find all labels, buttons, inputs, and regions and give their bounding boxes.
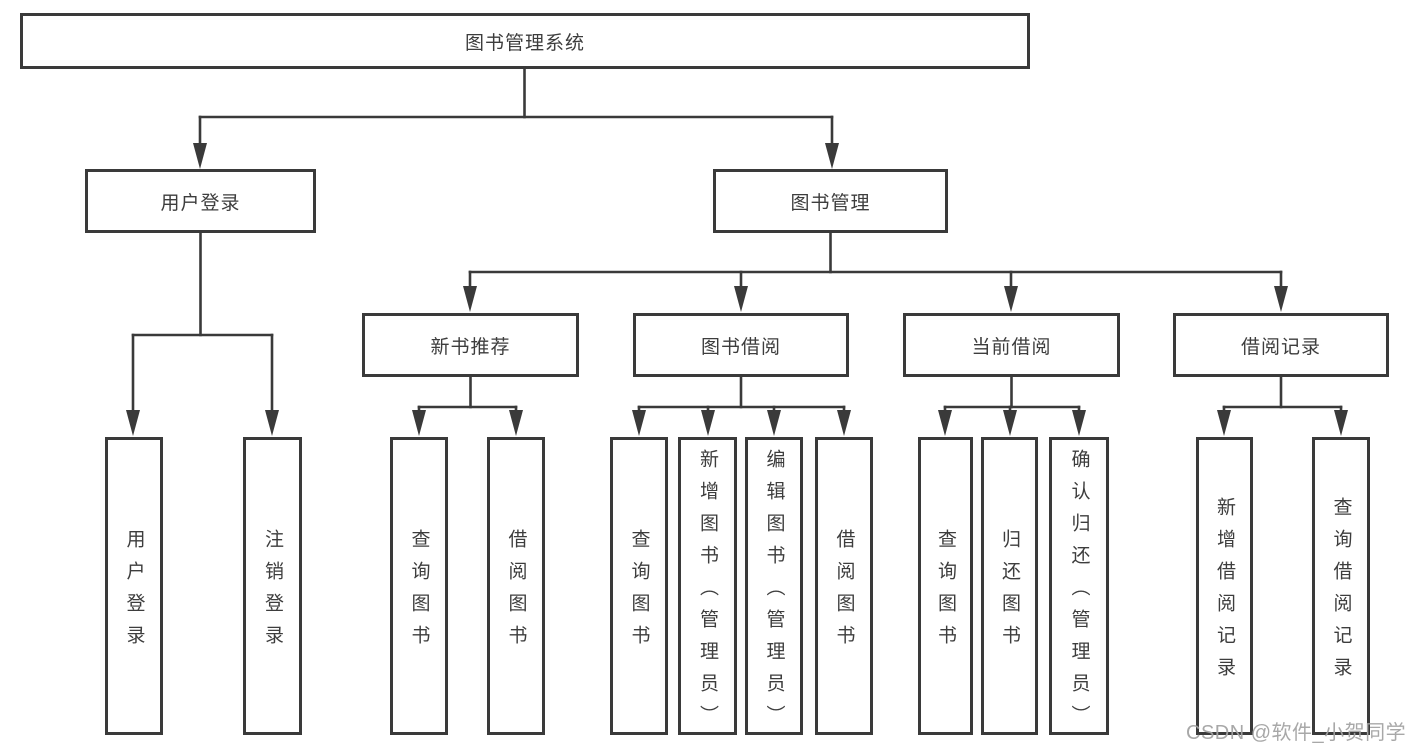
node-current-borrowing: 当前借阅 (903, 313, 1120, 377)
node-label: 新书推荐 (430, 336, 511, 358)
node-new-book-recommendation: 新书推荐 (362, 313, 579, 377)
node-borrowing-records: 借阅记录 (1173, 313, 1389, 377)
node-leaf-user-login: 用户登录 (105, 437, 163, 735)
arrow-down-icon (767, 410, 781, 436)
arrow-down-icon (632, 410, 646, 436)
node-label: 新增借阅记录 (1214, 496, 1235, 689)
node-leaf-add-borrow-record: 新增借阅记录 (1196, 437, 1253, 735)
node-label: 借阅图书 (833, 528, 855, 657)
arrow-down-icon (509, 410, 523, 436)
node-user-login: 用户登录 (85, 169, 316, 233)
node-label: 当前借阅 (971, 336, 1052, 358)
arrow-down-icon (463, 286, 477, 312)
arrow-down-icon (825, 143, 839, 169)
node-label: 归还图书 (999, 528, 1020, 657)
connector-book-management-children (463, 231, 1288, 312)
node-label: 新增图书（管理员） (697, 448, 718, 737)
arrow-down-icon (1003, 410, 1017, 436)
node-label: 用户登录 (123, 528, 145, 657)
node-leaf-edit-books-admin: 编辑图书（管理员） (745, 437, 803, 737)
node-label: 注销登录 (262, 528, 283, 657)
arrow-down-icon (1217, 410, 1231, 436)
arrow-down-icon (265, 410, 279, 436)
csdn-watermark: CSDN @软件_小贺同学 (1186, 722, 1405, 744)
arrow-down-icon (1004, 286, 1018, 312)
arrow-down-icon (1274, 286, 1288, 312)
arrow-down-icon (938, 410, 952, 436)
arrow-down-icon (1334, 410, 1348, 436)
node-label: 查询图书 (628, 528, 650, 657)
connector-book-borrowing-children (632, 375, 851, 436)
node-label: 查询借阅记录 (1330, 496, 1352, 689)
arrow-down-icon (701, 410, 715, 436)
node-label: 确认归还（管理员） (1068, 448, 1090, 737)
node-leaf-add-books-admin: 新增图书（管理员） (678, 437, 737, 737)
node-label: 借阅图书 (505, 528, 527, 657)
node-leaf-borrow-books-1: 借阅图书 (487, 437, 545, 735)
arrow-down-icon (1072, 410, 1086, 436)
node-leaf-query-books-3: 查询图书 (918, 437, 973, 735)
connector-new-book-recommendation-children (412, 375, 523, 436)
arrow-down-icon (126, 410, 140, 436)
connector-current-borrowing-children (938, 375, 1086, 436)
connector-borrowing-records-children (1217, 375, 1348, 436)
node-book-management: 图书管理 (713, 169, 948, 233)
connector-user-login-children (126, 231, 279, 436)
node-label: 用户登录 (160, 192, 241, 214)
node-leaf-borrow-books-2: 借阅图书 (815, 437, 873, 735)
node-root: 图书管理系统 (20, 13, 1030, 69)
node-label: 编辑图书（管理员） (763, 448, 785, 737)
node-label: 图书管理 (790, 192, 871, 214)
node-leaf-logout: 注销登录 (243, 437, 302, 735)
node-label: 查询图书 (408, 528, 430, 657)
arrow-down-icon (193, 143, 207, 169)
node-leaf-query-books-2: 查询图书 (610, 437, 668, 735)
connector-root-to-level2 (193, 67, 839, 169)
node-label: 借阅记录 (1240, 336, 1321, 358)
node-leaf-confirm-return-admin: 确认归还（管理员） (1049, 437, 1109, 737)
node-root-label: 图书管理系统 (464, 32, 585, 54)
node-leaf-query-borrow-record: 查询借阅记录 (1312, 437, 1370, 735)
arrow-down-icon (412, 410, 426, 436)
node-leaf-return-books: 归还图书 (981, 437, 1038, 735)
node-book-borrowing: 图书借阅 (633, 313, 849, 377)
node-label: 查询图书 (935, 528, 956, 657)
node-label: 图书借阅 (700, 336, 781, 358)
node-leaf-query-books-1: 查询图书 (390, 437, 448, 735)
arrow-down-icon (837, 410, 851, 436)
arrow-down-icon (734, 286, 748, 312)
